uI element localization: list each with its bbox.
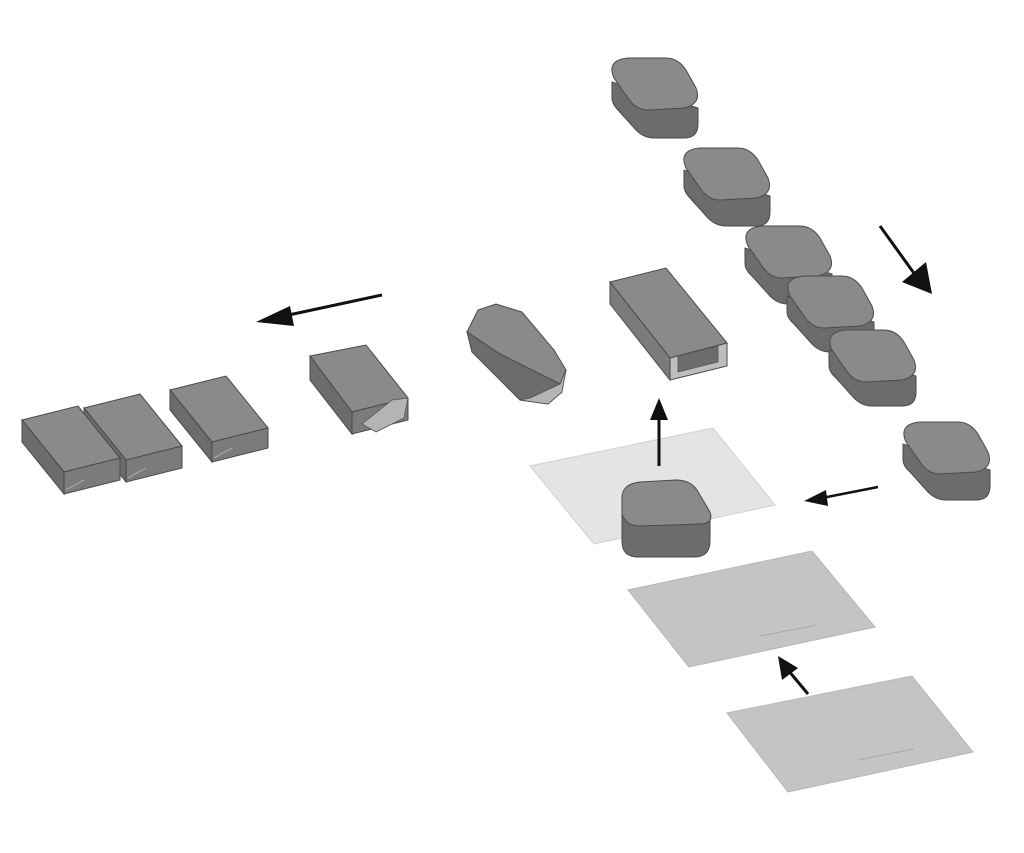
- arrow-output-left: [256, 293, 383, 326]
- infeed-block-2: [683, 147, 771, 227]
- infeed-block-5: [828, 329, 917, 407]
- finished-block-3: [21, 405, 121, 496]
- finished-block-1: [169, 375, 269, 464]
- arrow-to-sheet: [804, 485, 879, 506]
- block-on-sheet: [621, 479, 712, 558]
- wrapped-block-open-end: [609, 267, 728, 382]
- arrow-up-to-wrapping: [650, 398, 668, 466]
- folded-package-octagon: [466, 303, 567, 405]
- arrow-sheet-feed: [778, 656, 810, 695]
- infeed-block-6: [902, 421, 991, 501]
- flow-arrows: [256, 225, 932, 695]
- wrapper-sheet-middle: [627, 550, 876, 668]
- arrow-infeed-diagonal: [878, 225, 932, 294]
- infeed-block-1: [611, 57, 699, 139]
- wrapper-sheet-bottom: [726, 675, 974, 793]
- wrapped-block-folded-end: [309, 344, 409, 436]
